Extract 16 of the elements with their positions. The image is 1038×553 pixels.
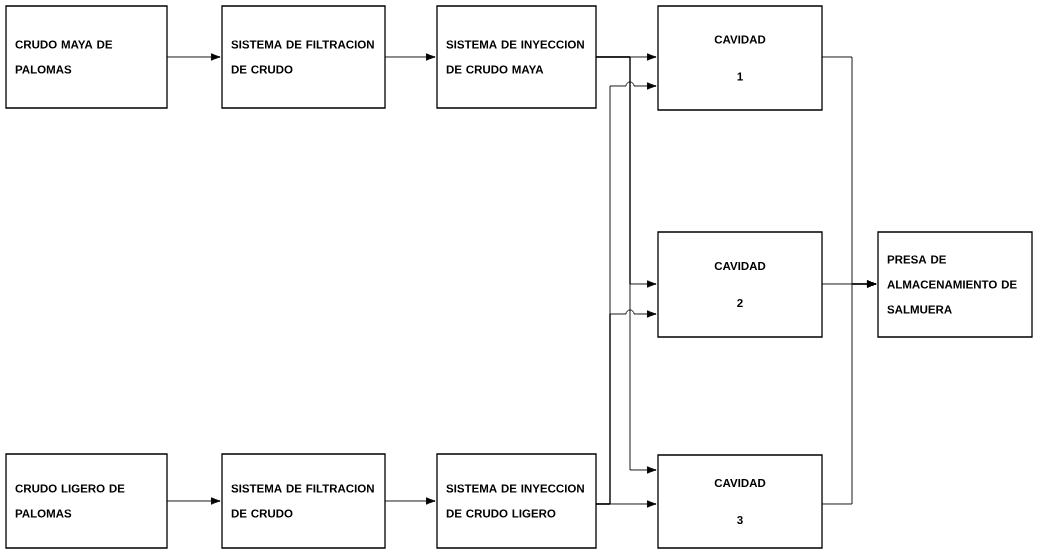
process-box: CRUDO LIGERO DE PALOMAS [5, 453, 168, 549]
process-box: SISTEMA DE INYECCION DE CRUDO LIGERO [436, 453, 597, 549]
process-box: SISTEMA DE FILTRACION DE CRUDO [221, 5, 386, 109]
process-box: CAVIDAD 1 [657, 5, 823, 111]
process-box: CAVIDAD 3 [657, 454, 823, 549]
process-box: PRESA DE ALMACENAMIENTO DE SALMUERA [877, 231, 1033, 338]
arrow [166, 53, 221, 61]
arrow [166, 497, 221, 505]
arrow [821, 280, 877, 505]
arrow [384, 497, 436, 505]
process-box: CRUDO MAYA DE PALOMAS [5, 5, 168, 109]
process-box: SISTEMA DE INYECCION DE CRUDO MAYA [436, 5, 597, 109]
process-box: CAVIDAD 2 [657, 231, 823, 338]
arrow [384, 53, 436, 61]
process-box: SISTEMA DE FILTRACION DE CRUDO [221, 453, 386, 549]
arrow [595, 500, 657, 508]
